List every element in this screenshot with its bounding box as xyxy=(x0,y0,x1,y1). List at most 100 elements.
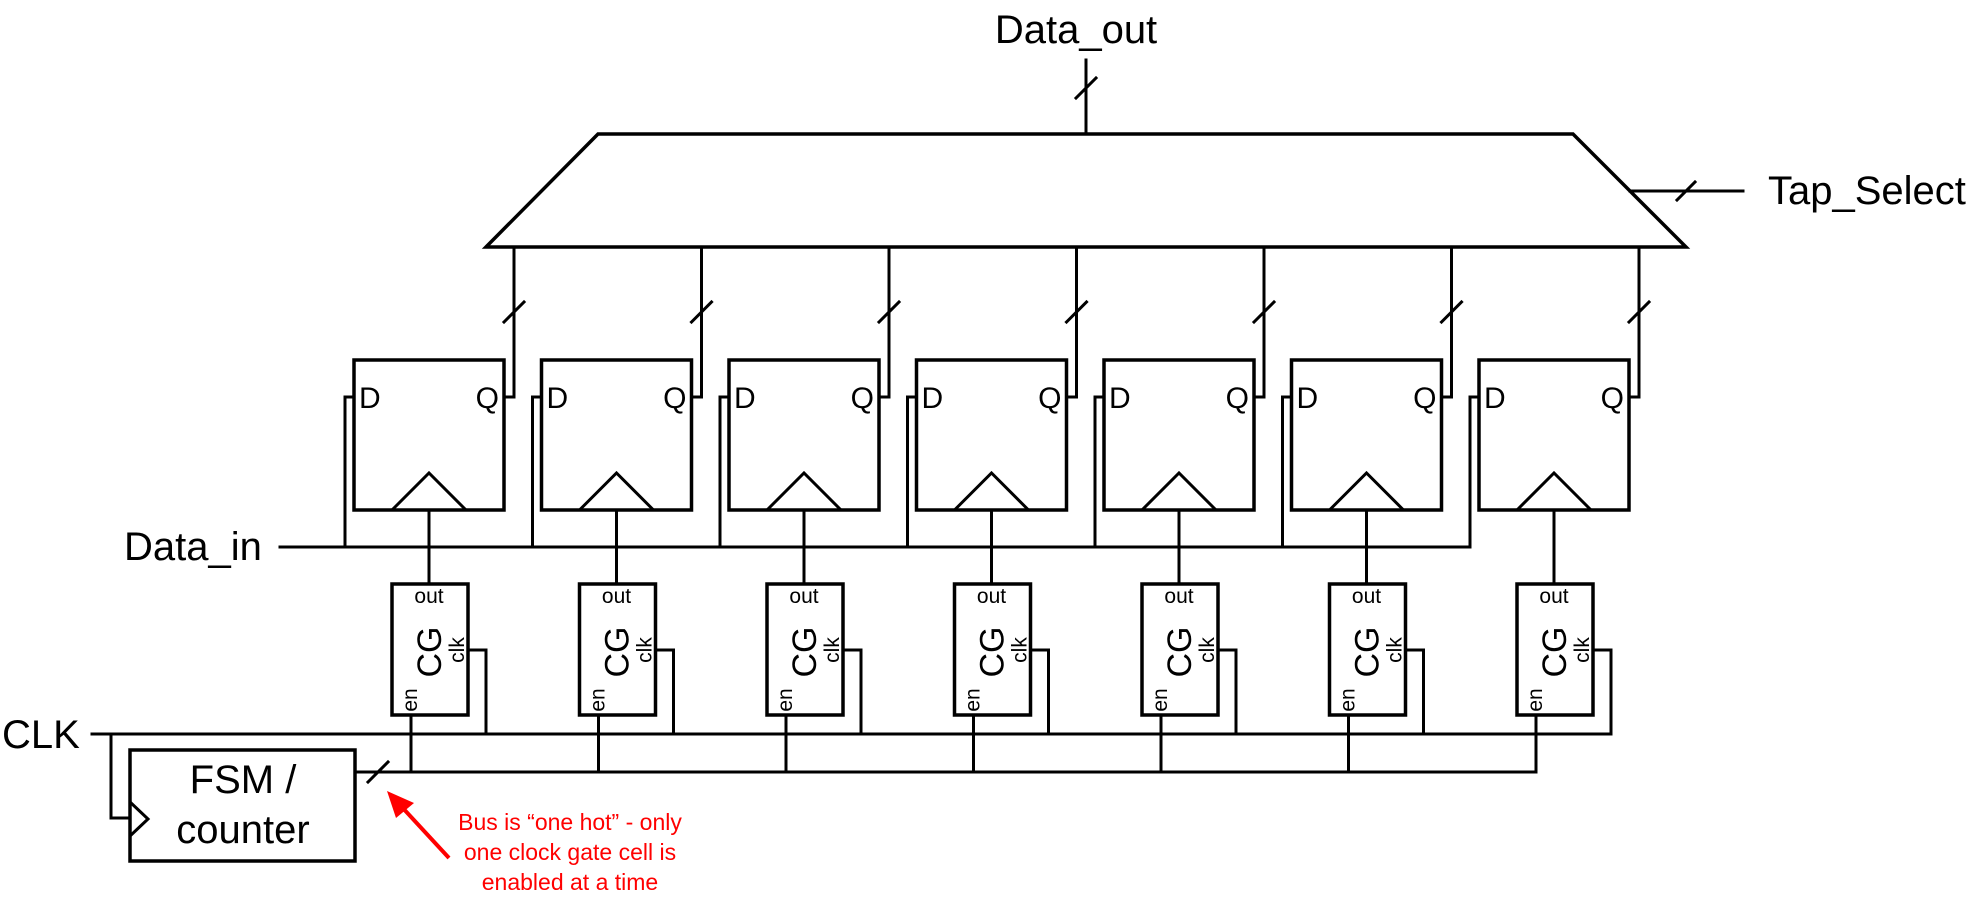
ff-d-input-wire xyxy=(1468,395,1481,549)
cg-out-label: out xyxy=(602,585,631,608)
ff-q-to-mux-wire xyxy=(1252,245,1266,399)
cg-out-label: out xyxy=(1164,585,1193,608)
cg-out-label: out xyxy=(414,585,443,608)
cg-en-label: en xyxy=(1337,688,1360,711)
cg-clk-label: clk xyxy=(1384,637,1407,663)
fsm-label-line1: FSM / xyxy=(190,758,298,802)
cg-en-label: en xyxy=(1524,688,1547,711)
cg-en-label: en xyxy=(1149,688,1172,711)
clock-gate-cell xyxy=(1515,582,1595,717)
cg-name-label: CG xyxy=(599,627,637,678)
annotation-arrow-shaft xyxy=(398,803,451,860)
cg-clk-label: clk xyxy=(1009,637,1032,663)
cg-name-label: CG xyxy=(411,627,449,678)
ff-q-label: Q xyxy=(1038,382,1061,415)
mux-input-bus-slash xyxy=(689,299,714,325)
cg-en-label: en xyxy=(774,688,797,711)
ff-q-to-mux-wire xyxy=(690,245,703,399)
data-out-bus-slash xyxy=(1073,75,1099,101)
cg-name-label: CG xyxy=(1161,627,1199,678)
cg-clk-wire xyxy=(654,648,675,736)
ff-d-input-wire xyxy=(1093,395,1106,549)
ff-d-input-wire xyxy=(906,395,918,549)
data-in-label: Data_in xyxy=(124,525,262,569)
ff-q-to-mux-wire xyxy=(1065,245,1078,399)
clock-gate-cell xyxy=(390,582,470,717)
clk-to-fsm-wire xyxy=(109,732,132,820)
annotation-line-3: enabled at a time xyxy=(482,869,658,895)
ff-d-label: D xyxy=(1109,382,1131,415)
mux-input-bus-slash xyxy=(1439,299,1464,325)
cg-name-label: CG xyxy=(974,627,1012,678)
ff-q-to-mux-wire xyxy=(877,245,891,399)
cg-en-label: en xyxy=(399,688,422,711)
mux-input-bus-slash xyxy=(501,299,527,325)
tap-select-label: Tap_Select xyxy=(1768,169,1966,213)
ff-q-label: Q xyxy=(663,382,686,415)
annotation: Bus is “one hot” - only one clock gate c… xyxy=(387,791,682,895)
mux-input-bus-slash xyxy=(1251,299,1277,325)
mux-input-bus-slash xyxy=(1626,299,1652,325)
fsm-counter-block xyxy=(128,748,357,863)
cg-clk-label: clk xyxy=(821,637,844,663)
ff-d-input-wire xyxy=(718,395,731,549)
enable-bus-slash xyxy=(365,759,391,785)
ff-d-label: D xyxy=(1484,382,1506,415)
ff-q-label: Q xyxy=(476,382,499,415)
ff-clock-input-icon xyxy=(1515,470,1593,512)
ff-d-input-wire xyxy=(343,395,356,549)
d-flip-flop xyxy=(727,358,881,512)
ff-q-to-mux-wire xyxy=(1440,245,1453,399)
ff-q-label: Q xyxy=(851,382,874,415)
cg-clk-label: clk xyxy=(1196,637,1219,663)
d-flip-flop xyxy=(914,358,1069,512)
mux xyxy=(481,132,1691,249)
cg-clk-label: clk xyxy=(634,637,657,663)
ff-d-label: D xyxy=(1297,382,1319,415)
ff-q-to-mux-wire xyxy=(502,245,516,399)
cg-clk-wire xyxy=(1029,648,1050,736)
cg-name-label: CG xyxy=(1536,627,1574,678)
cg-out-label: out xyxy=(1539,585,1568,608)
clk-label: CLK xyxy=(2,713,80,757)
ff-d-label: D xyxy=(359,382,381,415)
d-flip-flop xyxy=(1102,358,1256,512)
mux-input-bus-slash xyxy=(1064,299,1089,325)
cg-clk-wire xyxy=(1216,648,1238,736)
cg-out-label: out xyxy=(789,585,818,608)
cg-clk-wire xyxy=(841,648,863,736)
annotation-arrow-head-icon xyxy=(387,791,414,818)
ff-q-label: Q xyxy=(1413,382,1436,415)
ff-clock-input-icon xyxy=(953,470,1030,512)
ff-clock-input-icon xyxy=(1140,470,1218,512)
clock-gate-cell xyxy=(1140,582,1220,717)
ff-q-to-mux-wire xyxy=(1627,245,1641,399)
ff-clock-input-icon xyxy=(390,470,468,512)
tap-select-bus-slash xyxy=(1674,179,1698,203)
cg-clk-wire xyxy=(1404,648,1425,736)
clock-gate-cell xyxy=(577,582,658,717)
cg-name-label: CG xyxy=(1349,627,1387,678)
cg-clk-wire xyxy=(466,648,488,736)
ff-d-label: D xyxy=(547,382,569,415)
fsm-clock-input-icon xyxy=(128,800,151,838)
clock-gate-cell xyxy=(765,582,845,717)
ff-d-input-wire xyxy=(531,395,543,549)
mux-input-bus-slash xyxy=(876,299,902,325)
ff-d-label: D xyxy=(922,382,944,415)
data-out-label: Data_out xyxy=(995,8,1157,52)
ff-d-label: D xyxy=(734,382,756,415)
cg-clk-label: clk xyxy=(1571,637,1594,663)
cg-en-label: en xyxy=(587,688,610,711)
cg-out-label: out xyxy=(977,585,1006,608)
ff-q-label: Q xyxy=(1601,382,1624,415)
d-flip-flop xyxy=(539,358,694,512)
ff-clock-input-icon xyxy=(578,470,655,512)
annotation-line-1: Bus is “one hot” - only xyxy=(458,809,682,835)
ff-d-input-wire xyxy=(1281,395,1293,549)
cg-out-label: out xyxy=(1352,585,1381,608)
cg-clk-label: clk xyxy=(446,637,469,663)
ff-q-label: Q xyxy=(1226,382,1249,415)
